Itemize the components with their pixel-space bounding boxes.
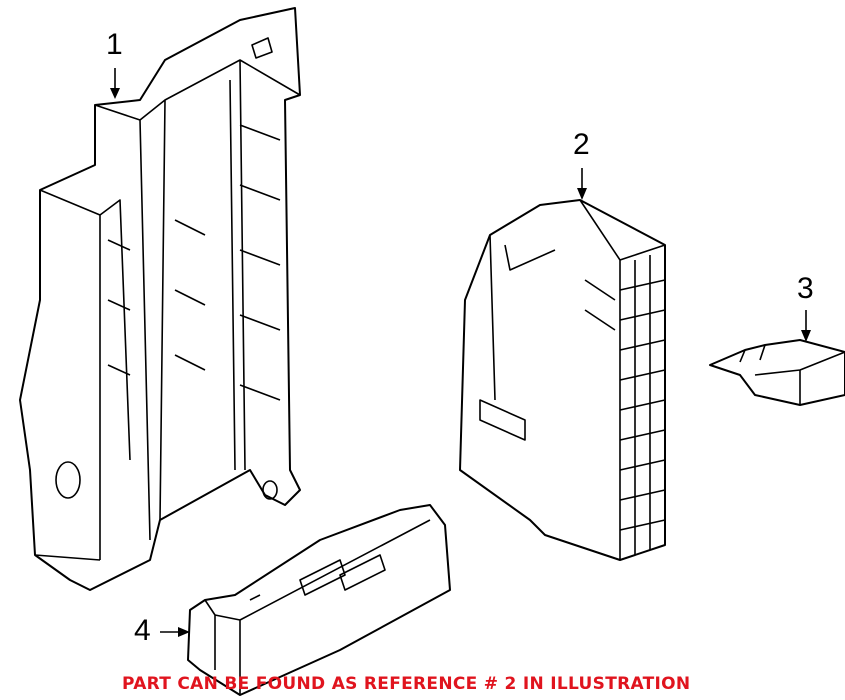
- callout-4: 4: [134, 614, 151, 647]
- part-2-fuse-box: [459, 199, 666, 561]
- reference-note: PART CAN BE FOUND AS REFERENCE # 2 IN IL…: [122, 674, 691, 694]
- callout-2: 2: [573, 128, 590, 161]
- callout-1: 1: [106, 28, 123, 61]
- part-1-bracket: [19, 7, 301, 591]
- part-4-relay-block: [187, 504, 451, 696]
- callout-3: 3: [797, 272, 814, 305]
- part-3-fuse: [709, 339, 845, 406]
- callout-arrows: [110, 68, 811, 637]
